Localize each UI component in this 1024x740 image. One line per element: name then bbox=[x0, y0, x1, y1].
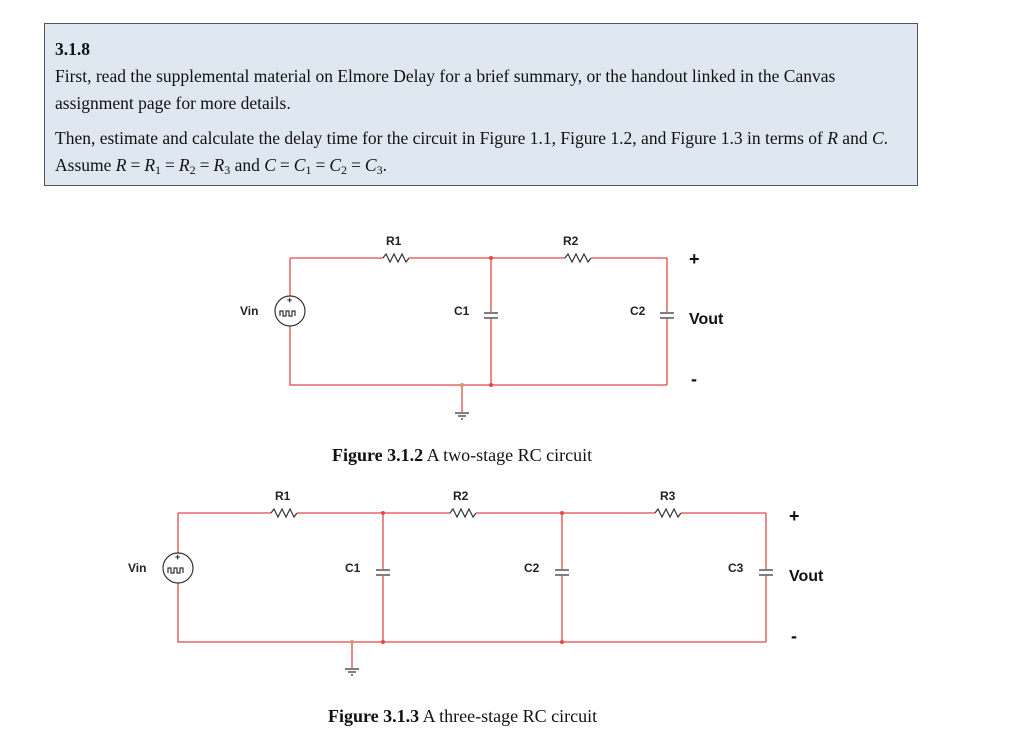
source-plus: + bbox=[287, 295, 292, 305]
vout-plus: + bbox=[689, 249, 700, 269]
vout-plus: + bbox=[789, 506, 800, 526]
period: . bbox=[382, 155, 387, 175]
node-dot bbox=[381, 511, 385, 515]
resistor-r1 bbox=[382, 252, 410, 264]
var-c: C bbox=[871, 128, 884, 148]
voltage-source-icon bbox=[162, 552, 194, 584]
problem-paragraph-2: Then, estimate and calculate the delay t… bbox=[55, 125, 907, 184]
node-dot bbox=[460, 383, 464, 387]
caption-number: Figure 3.1.3 bbox=[328, 706, 420, 726]
wire-bottom bbox=[289, 326, 667, 386]
problem-box: 3.1.8 First, read the supplemental mater… bbox=[44, 23, 918, 186]
resistor-r1 bbox=[270, 507, 298, 519]
node-dot bbox=[381, 640, 385, 644]
capacitor-c2 bbox=[660, 312, 674, 319]
label-vout: Vout bbox=[789, 568, 824, 585]
ground-symbol bbox=[345, 668, 359, 676]
label-vin: Vin bbox=[240, 304, 258, 318]
node-dot bbox=[560, 511, 564, 515]
label-r3: R3 bbox=[660, 489, 676, 503]
var-r: R bbox=[827, 128, 838, 148]
resistor-r2 bbox=[449, 507, 477, 519]
paragraph-2-assume: . Assume bbox=[55, 128, 889, 175]
figure-three-stage-circuit: + Vin R1 R2 R3 C1 C2 C3 + Vout - bbox=[128, 489, 824, 676]
capacitor-c2 bbox=[555, 569, 569, 576]
label-c2: C2 bbox=[524, 561, 540, 575]
caption-number: Figure 3.1.2 bbox=[332, 445, 424, 465]
equation-c: C=C1=C2=C3 bbox=[264, 155, 383, 177]
label-c3: C3 bbox=[728, 561, 744, 575]
label-c2: C2 bbox=[630, 304, 646, 318]
paragraph-2-and-2: and bbox=[234, 155, 260, 175]
caption-text: A three-stage RC circuit bbox=[419, 706, 598, 726]
source-plus: + bbox=[175, 552, 180, 562]
vout-minus: - bbox=[791, 626, 797, 646]
paragraph-2-text: Then, estimate and calculate the delay t… bbox=[55, 128, 823, 148]
node-dot bbox=[489, 383, 493, 387]
square-wave-icon bbox=[279, 310, 296, 317]
label-vin: Vin bbox=[128, 561, 146, 575]
ground-symbol bbox=[455, 412, 469, 420]
problem-number: 3.1.8 bbox=[55, 39, 90, 59]
equation-r: R=R1=R2=R3 bbox=[115, 155, 231, 177]
label-c1: C1 bbox=[345, 561, 361, 575]
node-dot bbox=[350, 640, 354, 644]
voltage-source-icon bbox=[274, 295, 306, 327]
resistor-r3 bbox=[654, 507, 682, 519]
wire-bottom bbox=[177, 583, 766, 643]
paragraph-2-and: and bbox=[842, 128, 868, 148]
resistor-r2 bbox=[564, 252, 592, 264]
label-vout: Vout bbox=[689, 311, 724, 328]
node-dot bbox=[560, 640, 564, 644]
capacitor-c1 bbox=[376, 569, 390, 576]
figure-caption-two-stage: Figure 3.1.2 A two-stage RC circuit bbox=[332, 445, 592, 466]
problem-paragraph-1: First, read the supplemental material on… bbox=[55, 66, 836, 113]
figure-two-stage-circuit: + Vin R1 R2 C1 C2 + Vout - bbox=[240, 234, 724, 420]
label-r2: R2 bbox=[453, 489, 469, 503]
figure-caption-three-stage: Figure 3.1.3 A three-stage RC circuit bbox=[328, 706, 597, 727]
vout-minus: - bbox=[691, 369, 697, 389]
node-dot bbox=[489, 256, 493, 260]
label-c1: C1 bbox=[454, 304, 470, 318]
square-wave-icon bbox=[167, 567, 184, 574]
capacitor-c1 bbox=[484, 312, 498, 319]
label-r1: R1 bbox=[386, 234, 402, 248]
label-r2: R2 bbox=[563, 234, 579, 248]
caption-text: A two-stage RC circuit bbox=[423, 445, 593, 465]
label-r1: R1 bbox=[275, 489, 291, 503]
capacitor-c3 bbox=[759, 569, 773, 576]
